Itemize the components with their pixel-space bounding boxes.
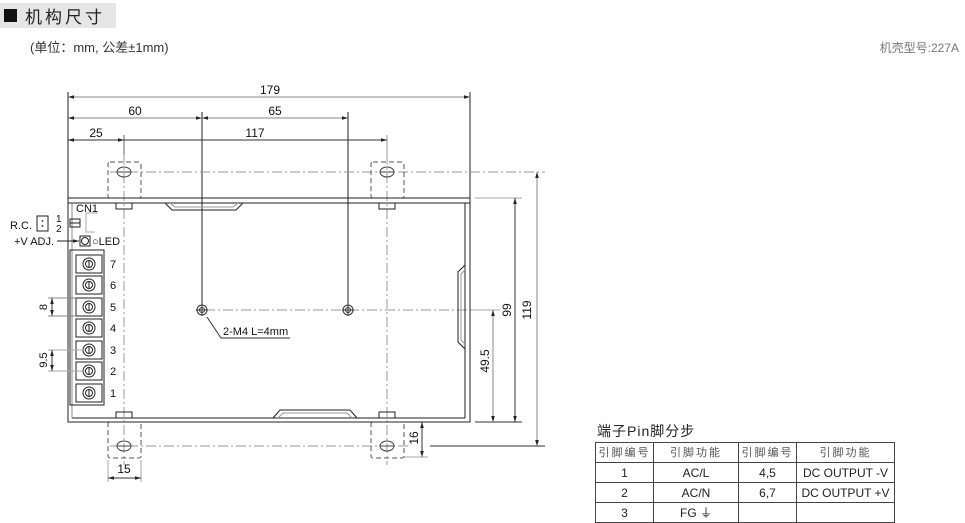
dim-117: 117	[245, 126, 264, 140]
header-pin-function: 引脚功能	[653, 442, 739, 463]
dim-60: 60	[128, 104, 142, 118]
terminal-label: 6	[110, 280, 116, 292]
heading-square-icon	[4, 9, 17, 22]
center-lines	[110, 155, 545, 465]
case-model: 机壳型号:227A	[879, 41, 959, 55]
terminal-label: 7	[110, 259, 116, 271]
pin-no: 2	[595, 482, 654, 503]
table-header-row: 引脚编号 引脚功能 引脚编号 引脚功能	[595, 442, 895, 463]
pin-no: 3	[595, 502, 654, 523]
pin-function: DC OUTPUT -V	[796, 462, 895, 483]
table-row: 3 FG ⏚	[595, 502, 895, 523]
pin-table-title: 端子Pin脚分步	[597, 423, 696, 439]
header-pin-no: 引脚编号	[595, 442, 654, 463]
dim-99: 99	[500, 303, 514, 317]
screw-note: 2-M4 L=4mm	[223, 326, 288, 338]
pin-no: 4,5	[738, 462, 797, 483]
section-heading: 机构尺寸	[0, 3, 116, 28]
mounting-holes	[116, 166, 395, 452]
rc-pin2-label: 2	[56, 224, 62, 235]
pin-function: DC OUTPUT +V	[796, 482, 895, 503]
terminal-block: 7 6 5 4 3 2 1	[69, 249, 116, 406]
terminal-label: 4	[110, 323, 116, 335]
extension-lines	[67, 92, 471, 306]
pitch-dimensions	[48, 297, 85, 372]
terminal-label: 5	[110, 302, 116, 314]
right-dimensions	[107, 172, 539, 482]
pin-function	[796, 502, 895, 523]
table-row: 2 AC/N 6,7 DC OUTPUT +V	[595, 482, 895, 503]
dim-65: 65	[268, 104, 282, 118]
section-title: 机构尺寸	[25, 8, 105, 28]
pin-function: AC/N	[653, 482, 739, 503]
terminal-label: 2	[110, 366, 116, 378]
led-label: ○LED	[92, 236, 120, 248]
table-row: 1 AC/L 4,5 DC OUTPUT -V	[595, 462, 895, 483]
header-pin-function: 引脚功能	[796, 442, 895, 463]
dim-179: 179	[260, 83, 280, 97]
rc-label: R.C.	[10, 220, 32, 232]
pin-no: 1	[595, 462, 654, 483]
dim-119: 119	[520, 300, 534, 319]
header-pin-no: 引脚编号	[738, 442, 797, 463]
pin-function: AC/L	[653, 462, 739, 483]
dim-16: 16	[407, 431, 421, 445]
dim-15: 15	[117, 462, 131, 476]
case-outline	[67, 197, 471, 423]
terminal-label: 1	[110, 388, 116, 400]
terminal-label: 3	[110, 345, 116, 357]
unit-note: (单位：mm, 公差±1mm)	[30, 40, 169, 55]
pin-no	[738, 502, 797, 523]
v-adj-potentiometer-icon	[79, 235, 91, 247]
dim-pitch-8: 8	[38, 304, 50, 310]
pin-assignment-table: 引脚编号 引脚功能 引脚编号 引脚功能 1 AC/L 4,5 DC OUTPUT…	[595, 442, 895, 523]
pin-no: 6,7	[738, 482, 797, 503]
rc-connector-icon	[36, 212, 98, 233]
dim-25: 25	[89, 126, 103, 140]
rc-pin1-label: 1	[56, 214, 62, 225]
v-adj-label: +V ADJ.	[14, 236, 54, 248]
pin-function: FG ⏚	[653, 502, 739, 523]
dim-pitch-9-5: 9.5	[38, 352, 50, 367]
m4-screw-holes	[196, 304, 354, 339]
dim-49-5: 49.5	[478, 349, 492, 373]
top-dimensions	[68, 95, 470, 142]
cn1-label: CN1	[76, 203, 98, 215]
